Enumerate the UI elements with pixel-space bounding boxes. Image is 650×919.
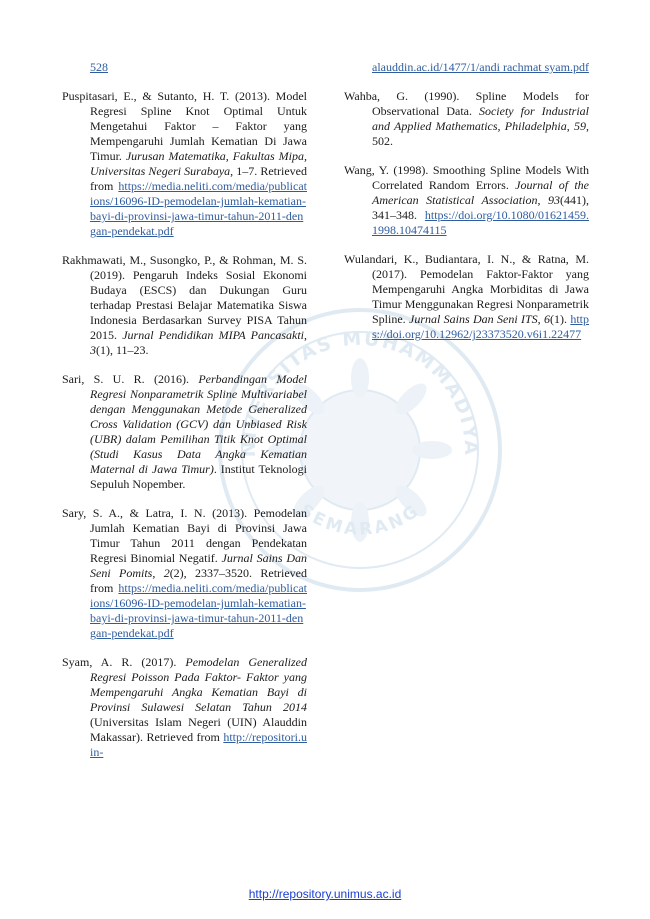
reference-text: Wang, Y. (1998). Smoothing Spline Models… (344, 163, 589, 192)
reference-text: , 1–7. Retrieved from (90, 164, 307, 193)
reference-entry-sary: Sary, S. A., & Latra, I. N. (2013). Pemo… (62, 506, 307, 641)
reference-entry-wang: Wang, Y. (1998). Smoothing Spline Models… (344, 163, 589, 238)
reference-text: , (304, 328, 307, 342)
footer: http://repository.unimus.ac.id (0, 887, 650, 901)
reference-volume: 2 (163, 566, 170, 580)
reference-source: Pemodelan Generalized Regresi Poisson Pa… (90, 655, 307, 714)
reference-source: Society for Industrial and Applied Mathe… (372, 104, 589, 133)
reference-text: Rakhmawati, M., Susongko, P., & Rohman, … (62, 253, 307, 342)
reference-source: Jurnal Pendidikan MIPA Pancasakti (122, 328, 304, 342)
reference-text: , (152, 566, 164, 580)
reference-entry-syam: Syam, A. R. (2017). Pemodelan Generalize… (62, 655, 307, 760)
reference-text: Sary, S. A., & Latra, I. N. (2013). Pemo… (62, 506, 307, 565)
reference-text: Puspitasari, E., & Sutanto, H. T. (2013)… (62, 89, 307, 163)
reference-link[interactable]: https://media.neliti.com/media/publicati… (90, 179, 307, 238)
reference-text: Wulandari, K., Budiantara, I. N., & Ratn… (344, 252, 589, 326)
reference-entry-wahba: Wahba, G. (1990). Spline Models for Obse… (344, 89, 589, 149)
reference-text: (1), 11–23. (96, 343, 149, 357)
reference-text: Syam, A. R. (2017). (62, 655, 186, 669)
reference-text: Wahba, G. (1990). Spline Models for Obse… (344, 89, 589, 118)
repository-link[interactable]: http://repository.unimus.ac.id (248, 887, 402, 901)
reference-source: Perbandingan Model Regresi Nonparametrik… (90, 372, 307, 476)
reference-volume: 59 (574, 119, 586, 133)
reference-text: (1). (550, 312, 571, 326)
svg-text:SEMARANG: SEMARANG (296, 500, 424, 540)
reference-link[interactable]: https://media.neliti.com/media/publicati… (90, 581, 307, 640)
reference-source: Jurnal Sains Dan Seni Pomits (90, 551, 308, 580)
reference-text: (441), 341–348. (372, 193, 590, 222)
reference-text: . Institut Teknologi Sepuluh Nopember. (90, 462, 307, 491)
reference-text: (2), 2337–3520. Retrieved from (90, 566, 308, 595)
reference-entry-cont-528: 528 (62, 60, 307, 75)
reference-entry-wulandari: Wulandari, K., Budiantara, I. N., & Ratn… (344, 252, 589, 342)
reference-link[interactable]: alauddin.ac.id/1477/1/andi rachmat syam.… (372, 60, 589, 74)
reference-text: , (566, 119, 574, 133)
reference-volume: 6 (544, 312, 550, 326)
reference-entry-sari: Sari, S. U. R. (2016). Perbandingan Mode… (62, 372, 307, 492)
reference-link[interactable]: https://doi.org/10.12962/j23373520.v6i1.… (372, 312, 589, 341)
right-column: alauddin.ac.id/1477/1/andi rachmat syam.… (344, 60, 589, 356)
reference-text: , (537, 312, 544, 326)
reference-link[interactable]: https://doi.org/10.1080/01621459.1998.10… (372, 208, 589, 237)
reference-source: Jurnal Sains Dan Seni ITS (409, 312, 538, 326)
reference-link[interactable]: 528 (90, 60, 108, 74)
reference-text: , (537, 193, 549, 207)
reference-text: , 502. (372, 119, 589, 148)
reference-entry-puspitasari: Puspitasari, E., & Sutanto, H. T. (2013)… (62, 89, 307, 239)
reference-volume: 3 (90, 343, 96, 357)
reference-source: Journal of the American Statistical Asso… (372, 178, 589, 207)
reference-source: Jurusan Matematika, Fakultas Mipa, Unive… (90, 149, 307, 178)
reference-text: (Universitas Islam Negeri (UIN) Alauddin… (90, 715, 307, 744)
reference-link[interactable]: http://repositori.uin- (90, 730, 307, 759)
reference-entry-cont-syam: alauddin.ac.id/1477/1/andi rachmat syam.… (344, 60, 589, 75)
reference-entry-rakhmawati: Rakhmawati, M., Susongko, P., & Rohman, … (62, 253, 307, 358)
reference-volume: 93 (548, 193, 561, 207)
reference-text: Sari, S. U. R. (2016). (62, 372, 199, 386)
